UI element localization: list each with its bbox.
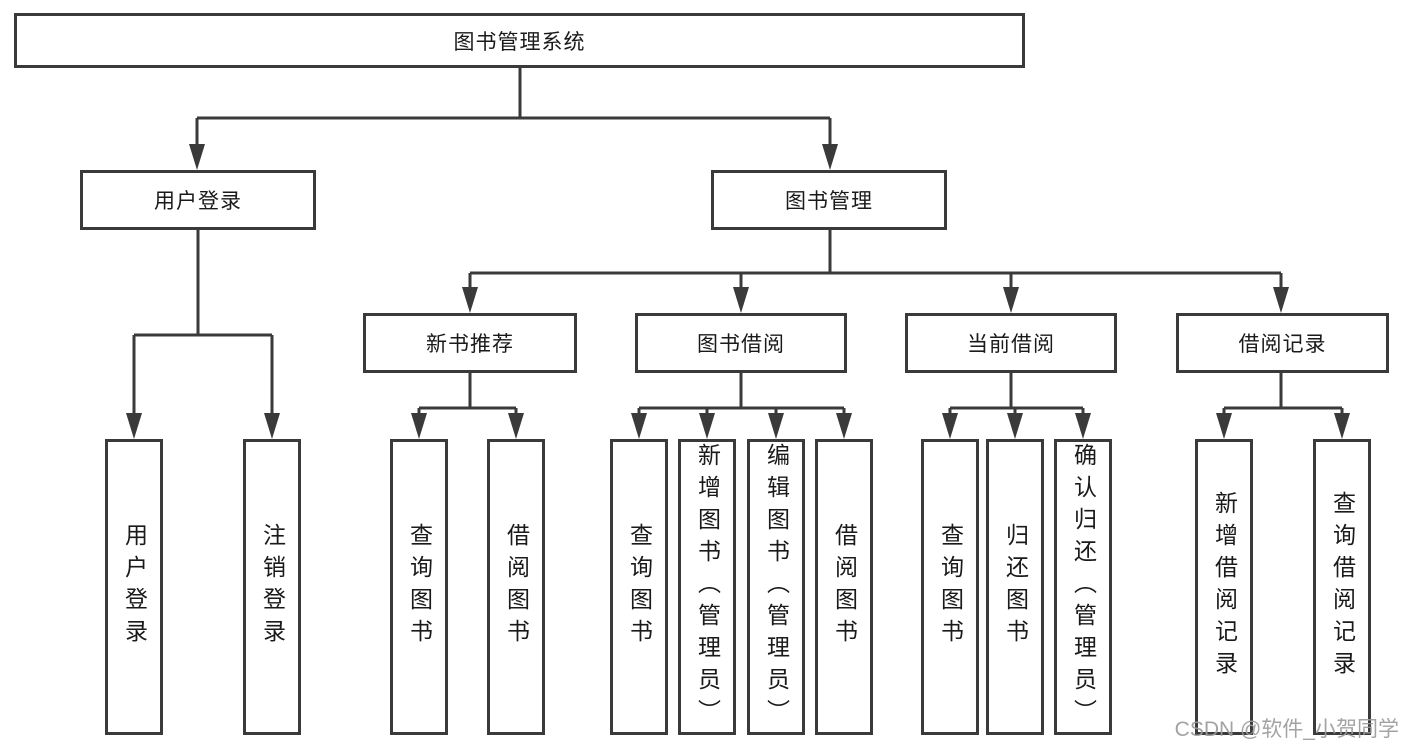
node-user-login: 用户登录	[80, 170, 316, 230]
leaf-logout: 注销登录	[243, 439, 301, 735]
leaf-add-books-admin: 新增图书（管理员）	[678, 439, 736, 735]
node-label: 用户登录	[154, 190, 242, 213]
leaf-user-login: 用户登录	[105, 439, 163, 735]
node-label: 当前借阅	[967, 333, 1055, 356]
node-library-management-system: 图书管理系统	[14, 13, 1025, 68]
leaf-query-books-borrowing: 查询图书	[610, 439, 668, 735]
node-book-borrowing: 图书借阅	[635, 313, 847, 373]
node-label: 归还图书	[1002, 523, 1029, 651]
leaf-confirm-return-admin: 确认归还（管理员）	[1054, 439, 1112, 735]
node-label: 查询图书	[937, 523, 964, 651]
node-current-borrowing: 当前借阅	[905, 313, 1117, 373]
arrowheads	[126, 144, 1350, 439]
leaf-edit-books-admin: 编辑图书（管理员）	[747, 439, 805, 735]
node-label: 查询借阅记录	[1329, 491, 1356, 683]
node-label: 新书推荐	[426, 333, 514, 356]
node-label: 用户登录	[121, 523, 148, 651]
node-book-management: 图书管理	[711, 170, 947, 230]
leaf-borrow-books-borrowing: 借阅图书	[815, 439, 873, 735]
node-label: 图书借阅	[697, 333, 785, 356]
watermark: CSDN @软件_小贺同学	[1174, 718, 1399, 741]
node-label: 借阅图书	[503, 523, 530, 651]
node-label: 借阅记录	[1238, 333, 1327, 356]
leaf-return-books: 归还图书	[986, 439, 1044, 735]
node-label: 确认归还（管理员）	[1070, 443, 1097, 731]
leaf-query-books-current: 查询图书	[921, 439, 979, 735]
node-label: 编辑图书（管理员）	[763, 443, 790, 731]
node-label: 借阅图书	[831, 523, 858, 651]
node-label: 注销登录	[259, 523, 286, 651]
node-label: 新增图书（管理员）	[694, 443, 721, 731]
node-label: 查询图书	[626, 523, 653, 651]
node-new-book-recommendation: 新书推荐	[363, 313, 577, 373]
node-label: 查询图书	[406, 523, 433, 651]
leaf-query-borrow-record: 查询借阅记录	[1313, 439, 1371, 735]
node-label: 图书管理	[785, 190, 873, 213]
leaf-query-books-recommend: 查询图书	[390, 439, 448, 735]
node-label: 图书管理系统	[453, 30, 586, 54]
node-borrowing-records: 借阅记录	[1176, 313, 1389, 373]
leaf-add-borrow-record: 新增借阅记录	[1195, 439, 1253, 735]
leaf-borrow-books-recommend: 借阅图书	[487, 439, 545, 735]
node-label: 新增借阅记录	[1211, 491, 1238, 683]
